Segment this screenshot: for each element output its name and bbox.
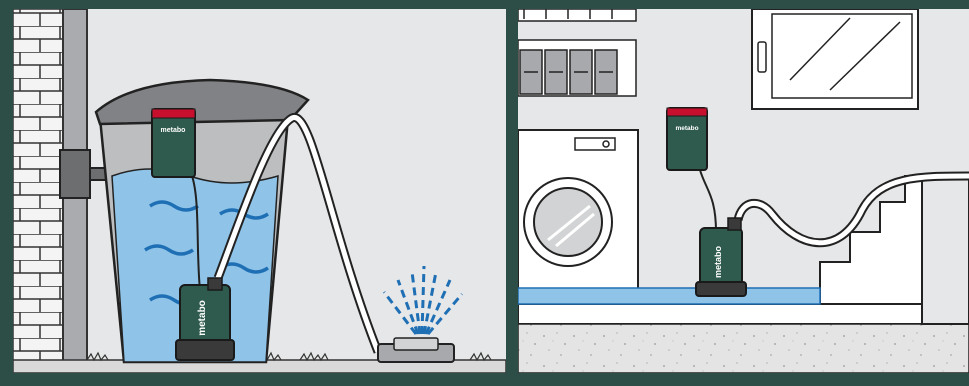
floor-slab: [518, 304, 969, 324]
window: [752, 9, 918, 109]
left-controller-brand: metabo: [161, 127, 186, 134]
flood-water: [518, 288, 820, 304]
washing-machine: [518, 130, 638, 290]
panel-divider: [506, 0, 518, 381]
left-submersible-pump: metabo: [176, 278, 234, 360]
stair-wall: [922, 176, 969, 324]
left-panel-garden-scene: metabo metabo: [13, 9, 506, 373]
brick-wall: [13, 9, 65, 373]
rain-diverter: [60, 150, 90, 198]
concrete-foundation: [518, 324, 969, 373]
frame-top: [0, 0, 969, 9]
left-pump-brand: metabo: [197, 300, 208, 336]
frame-bottom: [0, 373, 969, 381]
right-pump-brand: metabo: [713, 246, 723, 279]
right-controller-box: metabo: [667, 108, 707, 170]
frame-left: [0, 0, 13, 381]
left-controller-box: metabo: [152, 109, 195, 177]
right-panel-basement-scene: metabo metabo: [518, 9, 969, 373]
window-handle: [758, 42, 766, 72]
right-controller-brand: metabo: [675, 125, 698, 132]
right-submersible-pump: metabo: [696, 218, 746, 296]
